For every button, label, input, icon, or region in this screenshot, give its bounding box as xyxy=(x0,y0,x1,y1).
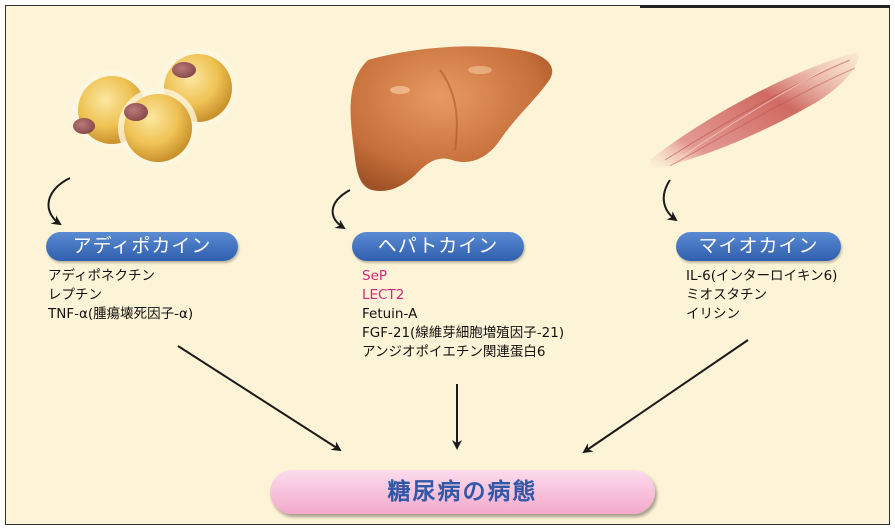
list-item: アンジオポイエチン関連蛋白6 xyxy=(362,343,564,362)
list-item: TNF-α(腫瘍壊死因子-α) xyxy=(48,305,193,324)
fat-cell-icon xyxy=(118,88,198,168)
list-item-highlight: SeP xyxy=(362,267,564,286)
myokine-secretion-arrow xyxy=(664,180,676,220)
list-item: Fetuin-A xyxy=(362,305,564,324)
liver-icon xyxy=(351,46,553,191)
list-item: IL-6(インターロイキン6) xyxy=(686,267,837,286)
myokine-label: マイオカイン xyxy=(676,232,841,261)
list-item: イリシン xyxy=(686,305,837,324)
hepatokine-list: SeP LECT2 Fetuin-A FGF-21(線維芽細胞増殖因子-21) … xyxy=(362,267,564,362)
list-item: FGF-21(線維芽細胞増殖因子-21) xyxy=(362,324,564,343)
list-item: ミオスタチン xyxy=(686,286,837,305)
muscle-fiber-icon xyxy=(650,52,859,170)
hepatokine-label: ヘパトカイン xyxy=(352,232,524,261)
adipokine-secretion-arrow xyxy=(49,178,70,224)
myokine-list: IL-6(インターロイキン6) ミオスタチン イリシン xyxy=(686,267,837,324)
list-item-highlight: LECT2 xyxy=(362,286,564,305)
hepatokine-secretion-arrow xyxy=(333,190,350,228)
adipokine-to-outcome-arrow xyxy=(178,346,340,450)
list-item: レプチン xyxy=(48,286,193,305)
myokine-to-outcome-arrow xyxy=(584,340,748,452)
outcome-label: 糖尿病の病態 xyxy=(270,470,655,514)
fat-cell-cluster-icon xyxy=(72,48,238,168)
adipokine-list: アディポネクチン レプチン TNF-α(腫瘍壊死因子-α) xyxy=(48,267,193,324)
adipokine-label: アディポカイン xyxy=(46,232,238,261)
list-item: アディポネクチン xyxy=(48,267,193,286)
